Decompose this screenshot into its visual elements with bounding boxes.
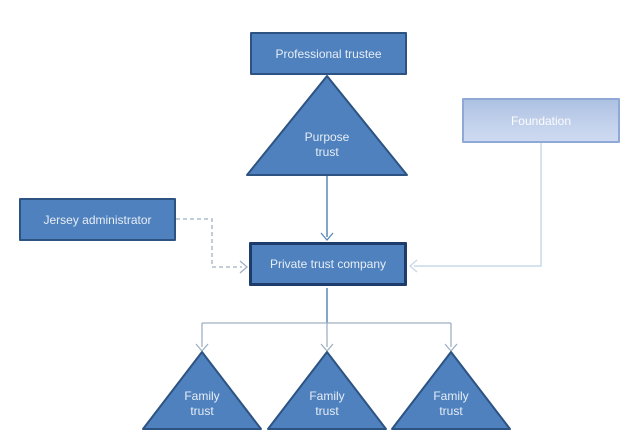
node-family-trust-2-label: Family trust (309, 389, 345, 418)
node-jersey-administrator: Jersey administrator (19, 198, 176, 241)
edge-foundation-to-ptc (414, 143, 542, 267)
node-family-trust-1-label: Family trust (184, 389, 220, 418)
node-private-trust-company: Private trust company (249, 242, 407, 286)
node-private-trust-company-label: Private trust company (269, 257, 387, 271)
node-purpose-trust-triangle (246, 75, 408, 176)
node-purpose-trust-label: Purpose trust (304, 130, 350, 159)
node-family-trust-1-triangle (142, 351, 262, 430)
node-professional-trustee: Professional trustee (250, 32, 407, 75)
arrowhead-left-ptc-icon (409, 259, 418, 273)
arrowhead-right-ptc-icon (239, 260, 248, 274)
node-foundation: Foundation (462, 98, 620, 143)
node-family-trust-3-label: Family trust (433, 389, 469, 418)
arrowhead-down-family-1-icon (195, 343, 209, 352)
node-foundation-label: Foundation (510, 113, 572, 128)
edge-jersey-to-ptc (176, 218, 242, 268)
node-family-trust-2-triangle (267, 351, 387, 430)
node-jersey-administrator-label: Jersey administrator (43, 212, 152, 227)
node-family-trust-3-triangle (391, 351, 511, 430)
arrowhead-down-ptc-icon (320, 232, 334, 241)
node-professional-trustee-label: Professional trustee (275, 46, 382, 61)
